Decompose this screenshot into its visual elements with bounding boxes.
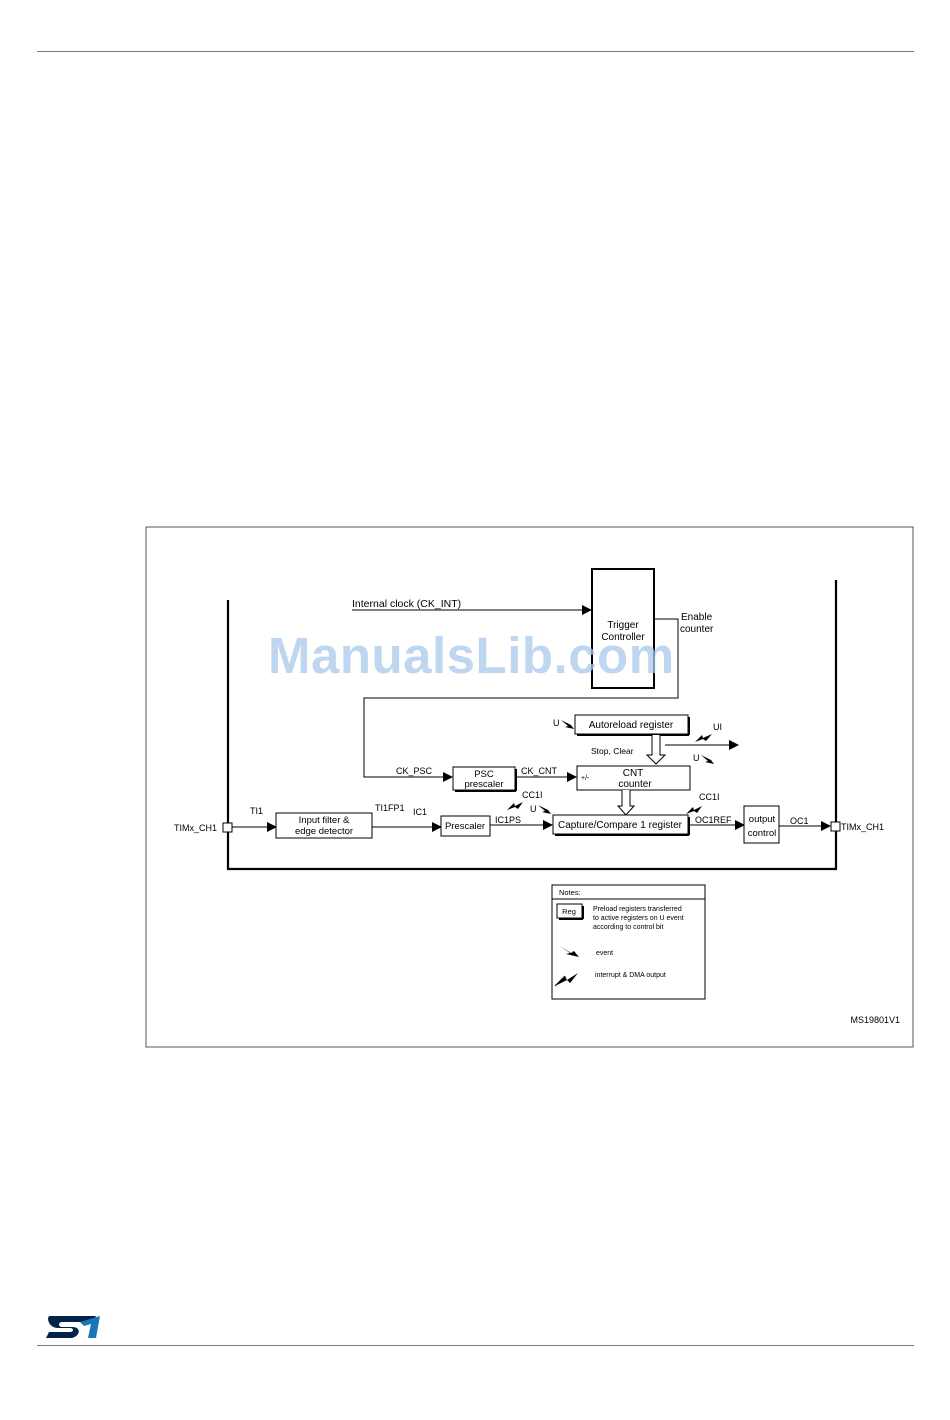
watermark: ManualsLib.com xyxy=(268,627,675,684)
header-rule xyxy=(37,51,914,52)
prescaler-label: Prescaler xyxy=(445,821,485,832)
ic1-label: IC1 xyxy=(413,807,427,817)
oc1ref-label: OC1REF xyxy=(695,815,732,825)
ck-psc-label: CK_PSC xyxy=(396,766,433,776)
cnt-counter-box xyxy=(576,765,691,791)
prescaler-box xyxy=(440,815,491,837)
ti1-label: TI1 xyxy=(250,806,263,816)
input-filter-box xyxy=(275,812,373,839)
stop-clear-label: Stop, Clear xyxy=(591,746,634,756)
footer-rule xyxy=(37,1345,914,1346)
input-filter-label: Input filter &edge detector xyxy=(295,815,353,837)
ui-label: UI xyxy=(713,722,722,732)
ck-cnt-label: CK_CNT xyxy=(521,766,558,776)
timer-boundary xyxy=(226,580,838,871)
cc1i-capture-label: CC1I xyxy=(522,790,543,800)
cc1i-output-interrupt-icon xyxy=(686,806,702,814)
clock-input-label: Internal clock (CK_INT) xyxy=(352,598,461,610)
timx-ch1-output-pin xyxy=(830,821,841,832)
timx-ch1-input-pin xyxy=(222,822,233,833)
ic1ps-label: IC1PS xyxy=(495,815,521,825)
trigger-controller-box xyxy=(591,568,655,689)
event-note: event xyxy=(596,950,613,957)
capture-compare-label: Capture/Compare 1 register xyxy=(558,820,683,831)
counter-compare-arrow xyxy=(616,790,636,816)
oc1-label: OC1 xyxy=(790,816,809,826)
event-legend-icon xyxy=(560,946,579,957)
plus-minus-label: +/- xyxy=(581,775,590,782)
u-capture-event-icon xyxy=(538,805,551,814)
autoreload-transfer-arrow xyxy=(645,735,667,765)
enable-counter-line xyxy=(363,618,679,782)
u-autoreload-label: U xyxy=(553,718,560,728)
notes-box xyxy=(551,884,706,1000)
u-capture-label: U xyxy=(530,804,537,814)
u-update-label: U xyxy=(693,753,700,763)
u-autoreload-event-icon xyxy=(561,720,574,729)
ui-interrupt-icon xyxy=(695,734,712,742)
u-update-event-icon xyxy=(701,755,714,764)
figure-frame xyxy=(145,526,914,1048)
figure-id: MS19801V1 xyxy=(850,1015,900,1025)
reg-legend-label: Reg xyxy=(562,907,576,916)
interrupt-note: interrupt & DMA output xyxy=(595,972,666,979)
ti1fp1-label: TI1FP1 xyxy=(375,803,405,813)
output-control-box xyxy=(743,805,780,844)
notes-title: Notes: xyxy=(559,888,581,897)
cc1i-output-label: CC1I xyxy=(699,792,720,802)
cc1i-capture-interrupt-icon xyxy=(507,802,523,810)
st-logo xyxy=(46,1316,100,1338)
interrupt-legend-icon xyxy=(555,973,578,986)
timx-ch1-output-label: TIMx_CH1 xyxy=(841,822,884,832)
autoreload-register-label: Autoreload register xyxy=(589,720,674,731)
timx-ch1-input-label: TIMx_CH1 xyxy=(174,823,217,833)
